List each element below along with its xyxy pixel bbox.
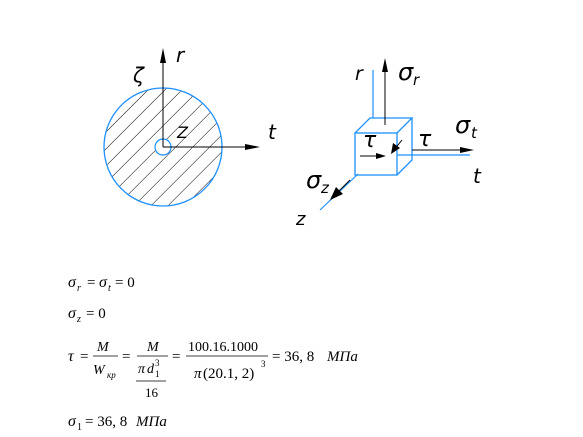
svg-text:τ: τ: [68, 348, 75, 365]
label-r-right: r: [355, 63, 364, 85]
svg-text:3: 3: [155, 358, 160, 368]
svg-text:кр: кр: [107, 370, 116, 380]
svg-text:=: =: [87, 275, 95, 291]
label-sigma-t-sub: t: [471, 124, 478, 142]
svg-text:16: 16: [145, 385, 159, 400]
svg-text:σ: σ: [99, 274, 108, 291]
svg-text:= 0: = 0: [86, 306, 106, 322]
label-tau-right: τ: [418, 127, 432, 152]
label-sigma-r: σ: [398, 58, 414, 86]
svg-text:(20.1, 2): (20.1, 2): [203, 366, 254, 382]
label-sigma-z: σ: [306, 166, 322, 194]
equation-2: σ z = 0: [68, 305, 106, 325]
stress-element-figure: r σ r τ τ σ t t σ z z: [295, 58, 482, 230]
label-z-left: Z: [176, 123, 189, 142]
label-sigma-r-sub: r: [413, 71, 420, 89]
label-z-right: z: [295, 209, 306, 230]
sigma-r-arrowhead: [382, 58, 388, 72]
label-sigma-t: σ: [455, 111, 471, 139]
svg-text:= 0: = 0: [115, 275, 135, 291]
svg-text:π: π: [194, 366, 202, 382]
svg-text:=: =: [172, 349, 180, 365]
label-t-right: t: [473, 164, 482, 188]
svg-text:1: 1: [155, 369, 160, 379]
svg-text:W: W: [93, 363, 106, 378]
tau-left-arrowhead: [376, 153, 386, 159]
svg-text:МПа: МПа: [135, 414, 167, 430]
equation-4: σ 1 = 36, 8 МПа: [68, 413, 167, 433]
svg-text:M: M: [96, 340, 110, 355]
svg-text:σ: σ: [68, 413, 77, 430]
r-axis-arrow: [160, 48, 166, 63]
stress-cube: [354, 117, 414, 176]
svg-text:= 36, 8: = 36, 8: [272, 349, 314, 365]
cross-section-figure: ζ r Z t: [103, 43, 277, 207]
svg-text:d: d: [147, 362, 155, 377]
label-zeta: ζ: [132, 63, 145, 87]
svg-text:r: r: [77, 283, 81, 294]
svg-text:=: =: [122, 349, 130, 365]
label-sigma-z-sub: z: [320, 179, 330, 197]
svg-text:z: z: [76, 314, 81, 325]
svg-text:1: 1: [77, 422, 82, 433]
svg-text:МПа: МПа: [326, 349, 358, 365]
svg-text:= 36, 8: = 36, 8: [85, 414, 127, 430]
cube-front-face: [354, 132, 398, 176]
label-r-left: r: [176, 43, 186, 67]
svg-text:100.16.1000: 100.16.1000: [188, 340, 258, 355]
label-tau-left: τ: [363, 128, 377, 153]
tau-right-arrowhead: [391, 143, 400, 154]
label-t-left: t: [268, 120, 277, 144]
t-axis-arrow: [245, 144, 260, 150]
cube-top-face: [354, 117, 414, 134]
equation-1: σ r = σ t = 0: [68, 274, 135, 294]
sigma-z-arrow-line: [337, 179, 351, 193]
svg-text:σ: σ: [68, 274, 77, 291]
cube-right-face: [396, 118, 413, 176]
equation-3: τ = M W кр = M π d 1 3 16 = 100.16.1000 …: [68, 340, 358, 400]
sigma-z-arrowhead: [330, 187, 343, 200]
svg-text:3: 3: [261, 359, 266, 369]
svg-text:σ: σ: [68, 305, 77, 322]
svg-text:t: t: [108, 283, 111, 294]
svg-text:=: =: [80, 349, 88, 365]
sigma-t-arrowhead: [460, 147, 474, 153]
svg-text:M: M: [146, 340, 160, 355]
svg-text:π: π: [138, 362, 146, 377]
